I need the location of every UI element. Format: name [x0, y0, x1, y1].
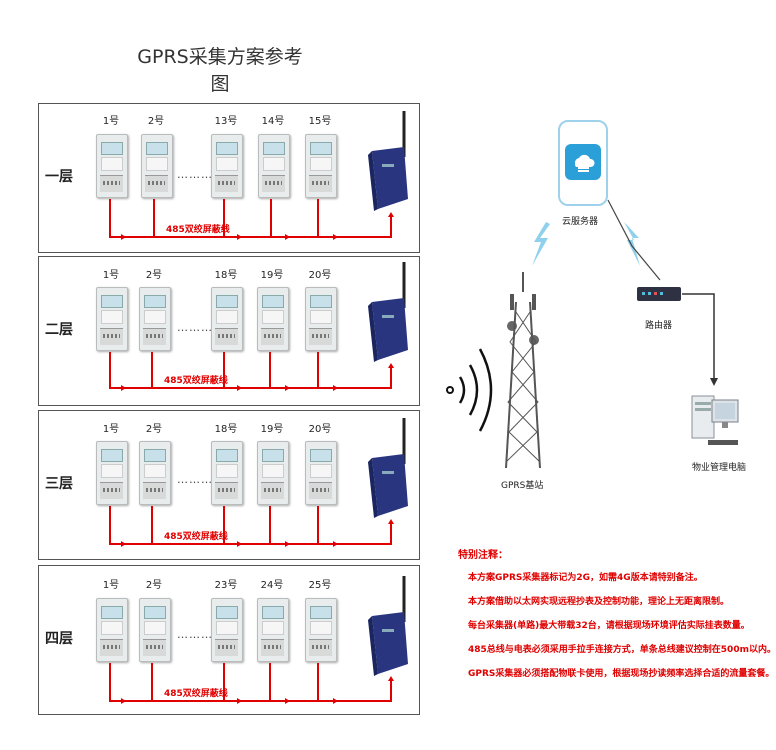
meter-number: 20号 — [308, 270, 332, 281]
meter-number: 24号 — [260, 580, 284, 591]
signal-waves-icon — [446, 348, 493, 432]
electric-meter — [258, 134, 290, 198]
electric-meter — [211, 598, 243, 662]
gprs-collector — [368, 111, 408, 211]
meter-number: 25号 — [308, 580, 332, 591]
cloud-server-label: 云服务器 — [562, 217, 599, 227]
meter-number: 1号 — [102, 270, 120, 281]
gprs-collector — [368, 262, 408, 362]
bus-wire — [109, 700, 391, 702]
electric-meter — [96, 441, 128, 505]
note-line: 本方案GPRS采集器标记为2G，如需4G版本请特别备注。 — [468, 573, 703, 583]
floor-panel-1: 一层 1号 2号 13号 14号 15号 ………… 485双绞屏蔽线 — [38, 103, 420, 253]
page-title: GPRS采集方案参考图 — [137, 46, 303, 95]
base-station-label: GPRS基站 — [501, 481, 544, 491]
meter-number: 2号 — [145, 270, 163, 281]
bus-label: 485双绞屏蔽线 — [166, 225, 230, 235]
note-line: GPRS采集器必须搭配物联卡使用，根据现场抄读频率选择合适的流量套餐。 — [468, 669, 775, 679]
electric-meter — [257, 441, 289, 505]
floor-label: 二层 — [45, 322, 73, 338]
electric-meter — [211, 287, 243, 351]
meter-number: 2号 — [147, 116, 165, 127]
electric-meter — [305, 598, 337, 662]
computer-label: 物业管理电脑 — [692, 463, 747, 473]
meter-number: 18号 — [214, 270, 238, 281]
electric-meter — [96, 134, 128, 198]
notes-panel: 特别注释： 本方案GPRS采集器标记为2G，如需4G版本请特别备注。 本方案借助… — [458, 546, 776, 690]
gprs-collector — [368, 576, 408, 676]
floor-label: 四层 — [45, 631, 73, 647]
meter-number: 13号 — [214, 116, 238, 127]
lightning-icon — [624, 222, 640, 266]
floor-label: 三层 — [45, 476, 73, 492]
electric-meter — [305, 287, 337, 351]
meter-number: 20号 — [308, 424, 332, 435]
notes-heading: 特别注释： — [458, 550, 508, 561]
meter-number: 19号 — [260, 270, 284, 281]
floor-panel-2: 二层 1号 2号 18号 19号 20号 ………… 485双绞屏蔽线 — [38, 256, 420, 406]
bus-label: 485双绞屏蔽线 — [164, 532, 228, 542]
meter-number: 19号 — [260, 424, 284, 435]
lightning-icon — [532, 222, 550, 266]
meter-number: 2号 — [145, 424, 163, 435]
electric-meter — [139, 441, 171, 505]
meter-number: 2号 — [145, 580, 163, 591]
electric-meter — [139, 287, 171, 351]
meter-number: 1号 — [102, 580, 120, 591]
router-icon — [637, 287, 681, 301]
base-station-tower-icon — [505, 272, 541, 469]
floor-panel-4: 四层 1号 2号 23号 24号 25号 ………… 485双绞屏蔽线 — [38, 565, 420, 715]
computer-icon — [691, 395, 739, 445]
note-line: 本方案借助以太网实现远程抄表及控制功能，理论上无距离限制。 — [468, 597, 730, 607]
bus-label: 485双绞屏蔽线 — [164, 376, 228, 386]
electric-meter — [305, 134, 337, 198]
floor-panel-3: 三层 1号 2号 18号 19号 20号 ………… 485双绞屏蔽线 — [38, 410, 420, 560]
electric-meter — [211, 441, 243, 505]
router-label: 路由器 — [645, 321, 673, 331]
bus-wire — [109, 236, 391, 238]
floor-label: 一层 — [45, 169, 73, 185]
meter-number: 14号 — [261, 116, 285, 127]
cloud-server — [558, 120, 608, 206]
bus-label: 485双绞屏蔽线 — [164, 689, 228, 699]
meter-number: 1号 — [102, 424, 120, 435]
note-line: 485总线与电表必须采用手拉手连接方式，单条总线建议控制在500m以内。 — [468, 645, 776, 655]
electric-meter — [305, 441, 337, 505]
meter-number: 15号 — [308, 116, 332, 127]
electric-meter — [96, 598, 128, 662]
electric-meter — [139, 598, 171, 662]
bus-wire — [109, 387, 391, 389]
meter-number: 18号 — [214, 424, 238, 435]
gprs-collector — [368, 418, 408, 518]
electric-meter — [257, 598, 289, 662]
cloud-icon — [574, 154, 595, 172]
connection-line — [607, 199, 718, 386]
electric-meter — [211, 134, 243, 198]
electric-meter — [141, 134, 173, 198]
meter-number: 23号 — [214, 580, 238, 591]
electric-meter — [96, 287, 128, 351]
note-line: 每台采集器(单路)最大带载32台，请根据现场环境评估实际挂表数量。 — [468, 621, 750, 631]
meter-number: 1号 — [102, 116, 120, 127]
electric-meter — [257, 287, 289, 351]
bus-wire — [109, 543, 391, 545]
